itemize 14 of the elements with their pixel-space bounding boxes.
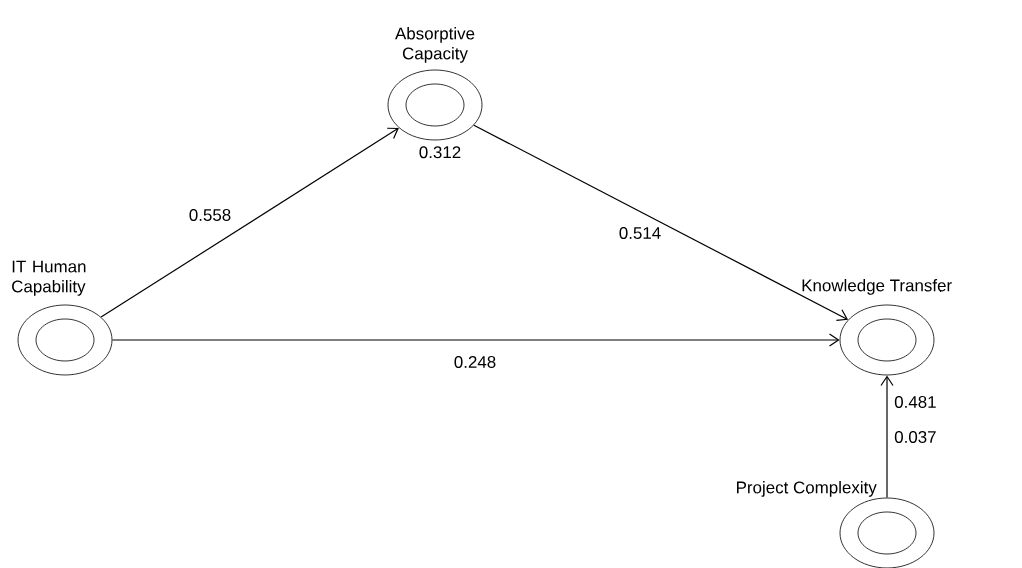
construct-label: Knowledge Transfer (802, 279, 952, 295)
arrow (111, 333, 840, 347)
construct-label: IT Human Capability (12, 260, 86, 296)
r-squared-value: 0.481 (894, 396, 936, 408)
arrow (473, 124, 849, 322)
edge-label: 0.037 (893, 430, 938, 444)
edge-label: 0.558 (187, 208, 233, 222)
edge-label: 0.248 (452, 355, 498, 369)
arrow (100, 127, 399, 318)
construct-label: Project Complexity (737, 481, 877, 497)
r-squared-value: 0.312 (419, 146, 461, 159)
construct-label: Absorptive Capacity (395, 27, 475, 63)
arrow (880, 375, 894, 499)
edge-label: 0.514 (617, 226, 663, 240)
